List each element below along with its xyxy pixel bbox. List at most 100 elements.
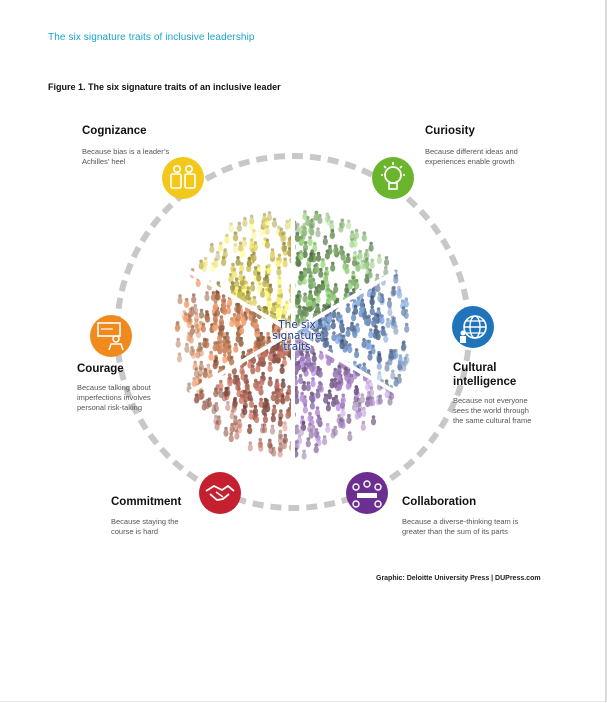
description-line: the same cultural frame bbox=[453, 416, 532, 425]
crowd-figure bbox=[368, 241, 374, 252]
crowd-figure bbox=[326, 215, 332, 226]
crowd-figure bbox=[251, 229, 257, 240]
crowd-figure bbox=[361, 406, 367, 417]
crowd-figure bbox=[232, 243, 239, 254]
crowd-figure bbox=[327, 244, 333, 255]
crowd-figure bbox=[236, 221, 242, 232]
crowd-figure bbox=[314, 210, 320, 221]
crowd-figure bbox=[383, 265, 389, 276]
crowd-figure bbox=[345, 326, 351, 337]
crowd-figure bbox=[351, 400, 358, 411]
crowd-figure bbox=[217, 331, 223, 342]
collaboration-heading: Collaboration bbox=[402, 496, 477, 508]
crowd-figure bbox=[348, 373, 354, 384]
crowd-figure bbox=[352, 251, 358, 262]
crowd-figure bbox=[234, 429, 240, 440]
crowd-figure bbox=[212, 359, 218, 370]
crowd-figure bbox=[320, 317, 327, 328]
crowd-figure bbox=[345, 253, 351, 264]
cognizance-description: Because bias is a leader’s Achilles’ hee… bbox=[82, 147, 169, 167]
crowd-figure bbox=[278, 434, 284, 445]
crowd-figure bbox=[318, 267, 324, 278]
courage-presenter-icon bbox=[90, 315, 132, 357]
crowd-figure bbox=[228, 222, 234, 233]
crowd-figure bbox=[404, 322, 410, 333]
crowd-figure bbox=[310, 425, 317, 436]
crowd-figure bbox=[307, 235, 313, 246]
crowd-figure bbox=[324, 212, 330, 223]
crowd-figure bbox=[203, 256, 209, 267]
crowd-figure bbox=[233, 231, 239, 242]
crowd-figure bbox=[295, 294, 301, 305]
crowd-figure bbox=[280, 232, 286, 243]
crowd-figure bbox=[302, 403, 308, 414]
crowd-figure bbox=[239, 247, 245, 258]
crowd-figure bbox=[338, 320, 345, 331]
crowd-figure bbox=[247, 391, 253, 402]
crowd-figure bbox=[277, 284, 283, 295]
crowd-figure bbox=[280, 378, 286, 389]
crowd-figure bbox=[347, 343, 353, 354]
crowd-figure bbox=[221, 256, 227, 267]
page-header-title: The six signature traits of inclusive le… bbox=[48, 32, 255, 43]
crowd-figure bbox=[208, 350, 214, 361]
crowd-figure bbox=[192, 303, 198, 314]
crowd-figure bbox=[329, 228, 336, 239]
crowd-figure bbox=[401, 361, 407, 372]
crowd-figure bbox=[350, 275, 356, 286]
crowd-figure bbox=[275, 257, 281, 268]
crowd-figure bbox=[211, 404, 217, 415]
crowd-figure bbox=[298, 374, 304, 385]
crowd-figure bbox=[249, 220, 255, 231]
crowd-figure bbox=[346, 413, 352, 424]
crowd-figure bbox=[200, 322, 206, 333]
crowd-figure bbox=[307, 296, 313, 307]
crowd-figure bbox=[282, 257, 288, 268]
crowd-figure bbox=[262, 397, 269, 408]
crowd-figure bbox=[271, 446, 277, 457]
crowd-figure bbox=[266, 211, 273, 222]
figure-title: Figure 1. The six signature traits of an… bbox=[48, 82, 281, 92]
crowd-figure bbox=[270, 391, 276, 402]
crowd-figure bbox=[175, 337, 181, 348]
crowd-figure bbox=[369, 295, 375, 306]
crowd-figure bbox=[269, 424, 276, 435]
crowd-figure bbox=[212, 321, 218, 332]
crowd-figure bbox=[227, 296, 233, 307]
commitment-description: Because staying the course is hard bbox=[111, 517, 179, 537]
crowd-figure bbox=[229, 422, 235, 433]
crowd-figure bbox=[344, 371, 350, 382]
crowd-figure bbox=[230, 281, 236, 292]
crowd-figure bbox=[367, 350, 373, 361]
crowd-figure bbox=[236, 288, 243, 299]
crowd-figure bbox=[277, 429, 283, 440]
crowd-figure bbox=[310, 392, 316, 403]
crowd-figure bbox=[238, 270, 244, 281]
crowd-figure bbox=[225, 401, 231, 412]
crowd-figure bbox=[222, 353, 228, 364]
crowd-figure bbox=[314, 406, 321, 417]
crowd-figure bbox=[315, 303, 321, 314]
crowd-figure bbox=[279, 363, 285, 374]
crowd-figure bbox=[251, 251, 257, 262]
crowd-figure bbox=[315, 332, 321, 343]
crowd-figure bbox=[224, 233, 230, 244]
courage-heading: Courage bbox=[77, 363, 124, 375]
crowd-figure bbox=[262, 217, 268, 228]
crowd-figure bbox=[238, 393, 244, 404]
crowd-figure bbox=[212, 341, 218, 352]
crowd-figure bbox=[259, 423, 266, 434]
crowd-figure bbox=[391, 285, 397, 296]
crowd-figure bbox=[325, 401, 331, 412]
crowd-figure bbox=[176, 352, 183, 363]
crowd-figure bbox=[314, 262, 320, 273]
crowd-figure bbox=[190, 348, 197, 359]
crowd-figure bbox=[214, 290, 220, 301]
crowd-figure bbox=[187, 307, 193, 318]
description-line: greater than the sum of its parts bbox=[402, 527, 508, 536]
crowd-figure bbox=[366, 339, 372, 350]
commitment-handshake-icon bbox=[199, 472, 241, 514]
crowd-figure bbox=[276, 275, 282, 286]
commitment-heading: Commitment bbox=[111, 496, 182, 508]
